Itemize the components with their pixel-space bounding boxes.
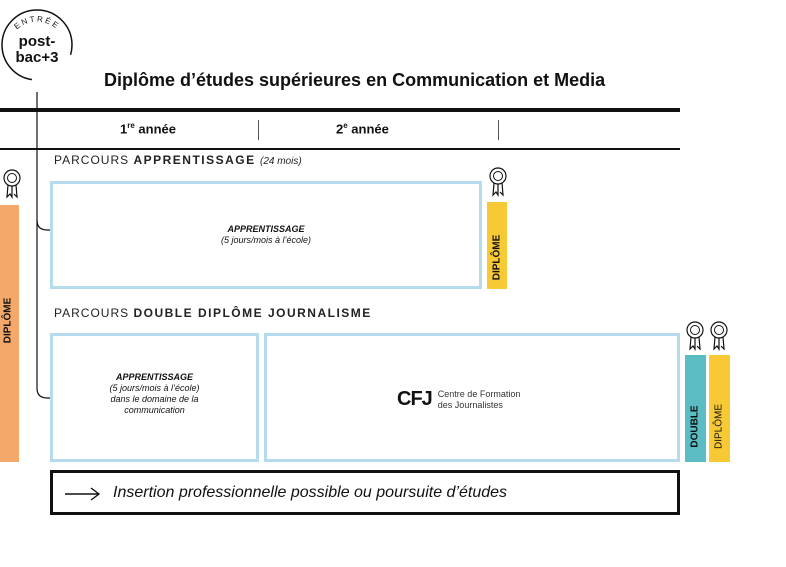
apprentissage-box: APPRENTISSAGE (5 jours/mois à l’école) xyxy=(50,181,482,289)
insertion-text: Insertion professionnelle possible ou po… xyxy=(113,484,508,501)
rosette-icon xyxy=(710,321,728,351)
apprentissage-communication-box: APPRENTISSAGE (5 jours/mois à l’école) d… xyxy=(50,333,259,462)
parcours2-diploma-label: DIPLÔME xyxy=(713,404,725,450)
apprentissage-comm-title: APPRENTISSAGE xyxy=(115,372,193,382)
left-diploma-label: DIPLÔME xyxy=(2,297,14,344)
left-diploma-bar: DIPLÔME xyxy=(0,205,19,462)
parcours1-diploma-label: DIPLÔME xyxy=(491,234,503,281)
apprentissage-subtitle: (5 jours/mois à l’école) xyxy=(220,235,312,245)
rosette-icon xyxy=(489,167,507,197)
parcours-double-label: PARCOURS DOUBLE DIPLÔME JOURNALISME xyxy=(54,306,372,320)
cfj-box: CFJ Centre de Formation des Journalistes xyxy=(264,333,680,462)
cfj-line1: Centre de Formation xyxy=(437,388,521,399)
year-separator xyxy=(258,120,259,140)
header-top-rule xyxy=(0,108,680,112)
rosette-icon xyxy=(3,169,21,199)
double-label: DOUBLE xyxy=(689,405,701,448)
page-title: Diplôme d’études supérieures en Communic… xyxy=(104,70,606,90)
arrow-right-icon xyxy=(65,487,101,501)
apprentissage-comm-line: (5 jours/mois à l’école) xyxy=(109,383,200,393)
cfj-brand: CFJ Centre de Formation des Journalistes xyxy=(397,388,520,411)
cfj-logo: CFJ xyxy=(397,388,433,410)
apprentissage-comm-line: dans le domaine de la xyxy=(110,394,199,404)
year-separator xyxy=(498,120,499,140)
entry-line2: bac+3 xyxy=(16,49,59,66)
double-diploma-bar: DOUBLE xyxy=(685,355,706,462)
rosette-icon xyxy=(686,321,704,351)
year-2-label: 2e année xyxy=(336,121,389,137)
apprentissage-title: APPRENTISSAGE xyxy=(227,224,305,234)
insertion-box: Insertion professionnelle possible ou po… xyxy=(50,470,680,515)
apprentissage-comm-line: communication xyxy=(124,405,185,415)
header-bottom-rule xyxy=(0,148,680,150)
year-1-label: 1re année xyxy=(120,121,176,137)
parcours-apprentissage-label: PARCOURS APPRENTISSAGE (24 mois) xyxy=(54,153,302,167)
parcours2-diploma-bar: DIPLÔME xyxy=(709,355,730,462)
cfj-line2: des Journalistes xyxy=(437,399,503,410)
entry-badge: ENTRÉE post- bac+3 xyxy=(1,9,73,81)
parcours1-diploma-bar: DIPLÔME xyxy=(487,202,507,289)
entry-line1: post- xyxy=(19,33,56,50)
